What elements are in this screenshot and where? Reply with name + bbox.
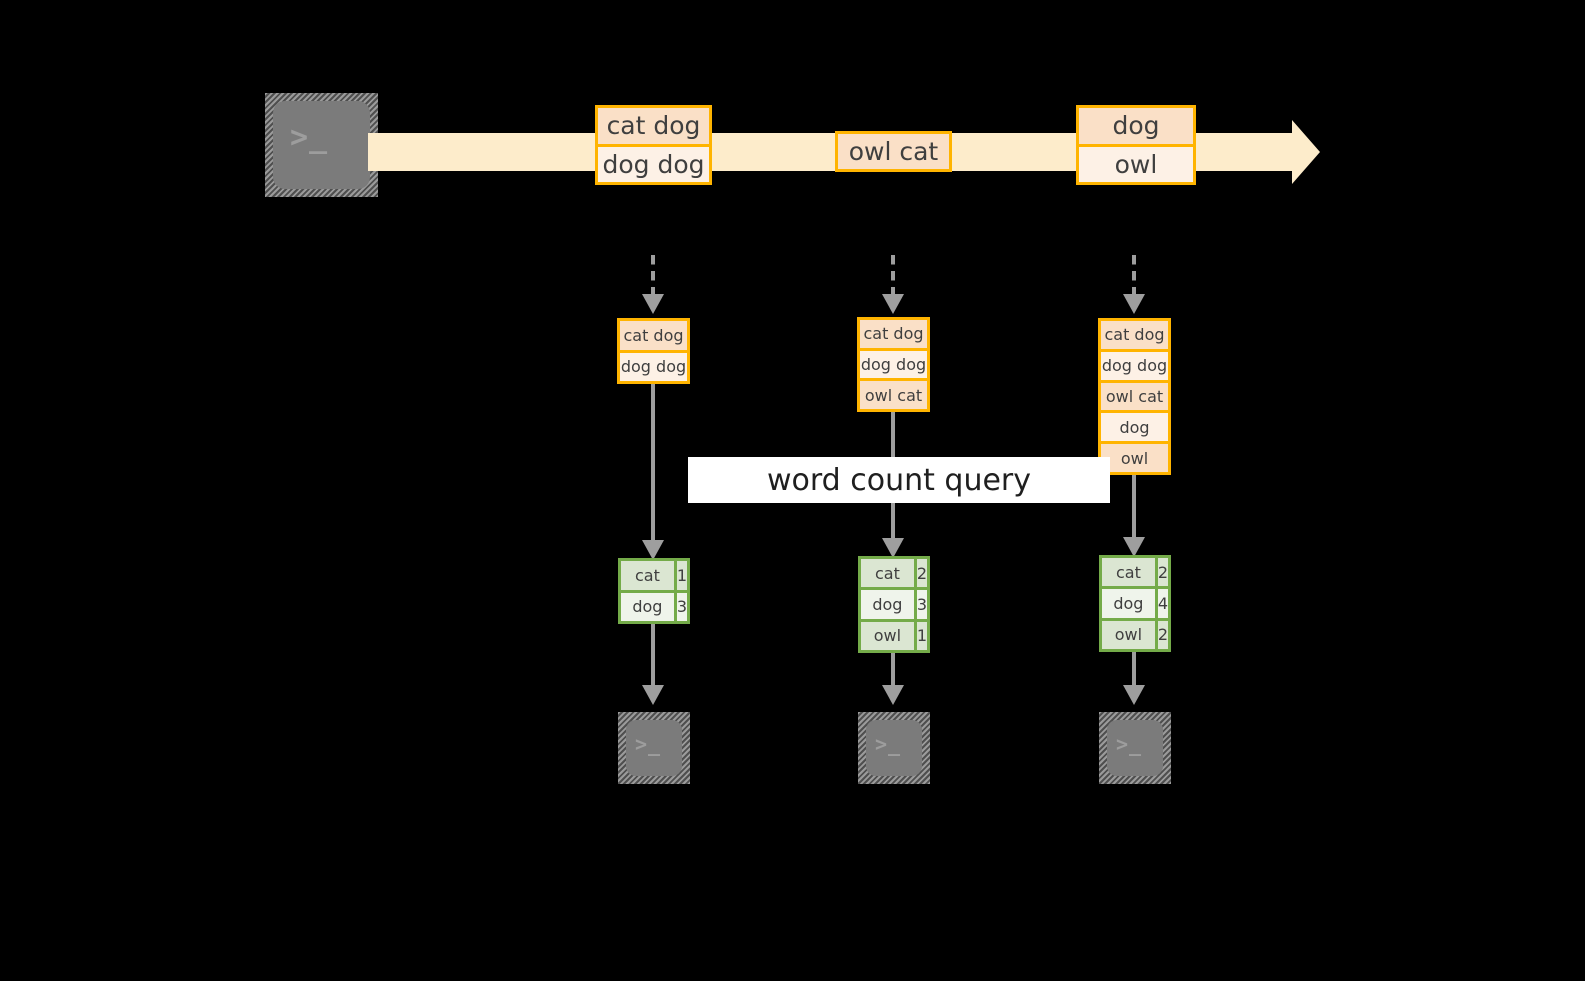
sink-terminal-screen: >_ [626,720,682,776]
stream-to-snapshot-connector-3 [1132,255,1136,297]
result-to-sink-arrowhead-3 [1123,685,1145,705]
stream-message-2: owl cat [835,131,952,172]
snapshot-line: cat dog [1101,321,1168,349]
result-word: dog [861,590,914,619]
result-table-2: cat 2 dog 3 owl 1 [858,556,930,653]
result-word: cat [861,559,914,588]
stream-message-line: dog dog [598,143,709,182]
result-word: cat [1102,558,1155,587]
result-row: owl 2 [1102,617,1168,649]
result-row: owl 1 [861,618,927,650]
result-count: 1 [913,621,927,650]
stream-arrow-head [1292,120,1320,184]
result-table-3: cat 2 dog 4 owl 2 [1099,555,1171,652]
query-label-band: word count query [688,457,1110,503]
sink-terminal-icon-2: >_ [858,712,930,784]
query-label: word count query [766,462,1032,498]
snapshot-to-result-arrowhead-3 [1123,537,1145,557]
source-terminal-screen: >_ [273,101,370,189]
sink-terminal-prompt: >_ [875,732,902,756]
snapshot-to-result-connector-1 [651,384,655,548]
snapshot-line: cat dog [860,320,927,348]
result-count: 1 [673,561,687,590]
snapshot-line: owl cat [860,378,927,410]
result-to-sink-arrowhead-1 [642,685,664,705]
result-count: 3 [913,590,927,619]
result-table-1: cat 1 dog 3 [618,558,690,624]
result-word: cat [621,561,674,590]
stream-message-line: dog [1079,108,1193,144]
result-word: owl [861,621,914,650]
stream-message-line: owl cat [838,134,949,169]
stream-to-snapshot-arrowhead-3 [1123,294,1145,314]
result-to-sink-connector-2 [891,653,895,693]
result-word: owl [1102,620,1155,649]
snapshot-line: cat dog [620,321,687,350]
result-word: dog [1102,589,1155,618]
snapshot-line: dog dog [860,347,927,379]
source-terminal-prompt: >_ [290,120,329,155]
result-row: dog 3 [621,589,687,621]
result-to-sink-arrowhead-2 [882,685,904,705]
result-row: cat 2 [861,559,927,588]
result-row: cat 1 [621,561,687,590]
result-count: 4 [1154,589,1168,618]
result-count: 2 [1154,558,1168,587]
snapshot-line: owl cat [1101,379,1168,411]
snapshot-2: cat dog dog dog owl cat [857,317,930,412]
snapshot-to-result-arrowhead-2 [882,538,904,558]
sink-terminal-icon-3: >_ [1099,712,1171,784]
result-row: dog 4 [1102,586,1168,618]
stream-message-3: dog owl [1076,105,1196,185]
stream-to-snapshot-arrowhead-1 [642,294,664,314]
snapshot-1: cat dog dog dog [617,318,690,384]
source-terminal-icon: >_ [265,93,378,197]
result-row: dog 3 [861,587,927,619]
result-count: 2 [1154,620,1168,649]
snapshot-line: dog [1101,410,1168,442]
result-count: 3 [673,592,687,621]
snapshot-line: dog dog [620,349,687,381]
result-count: 2 [913,559,927,588]
sink-terminal-icon-1: >_ [618,712,690,784]
snapshot-to-result-connector-3 [1132,475,1136,546]
result-word: dog [621,592,674,621]
stream-to-snapshot-arrowhead-2 [882,294,904,314]
sink-terminal-prompt: >_ [1116,732,1143,756]
stream-to-snapshot-connector-2 [891,255,895,297]
result-to-sink-connector-3 [1132,652,1136,693]
result-to-sink-connector-1 [651,624,655,692]
stream-to-snapshot-connector-1 [651,255,655,297]
result-row: cat 2 [1102,558,1168,587]
snapshot-line: dog dog [1101,348,1168,380]
sink-terminal-screen: >_ [1107,720,1163,776]
snapshot-3: cat dog dog dog owl cat dog owl [1098,318,1171,475]
stream-message-1: cat dog dog dog [595,105,712,185]
sink-terminal-screen: >_ [866,720,922,776]
snapshot-line: owl [1101,441,1168,472]
sink-terminal-prompt: >_ [635,732,662,756]
stream-message-line: cat dog [598,108,709,144]
stream-message-line: owl [1079,143,1193,182]
snapshot-to-result-arrowhead-1 [642,540,664,560]
